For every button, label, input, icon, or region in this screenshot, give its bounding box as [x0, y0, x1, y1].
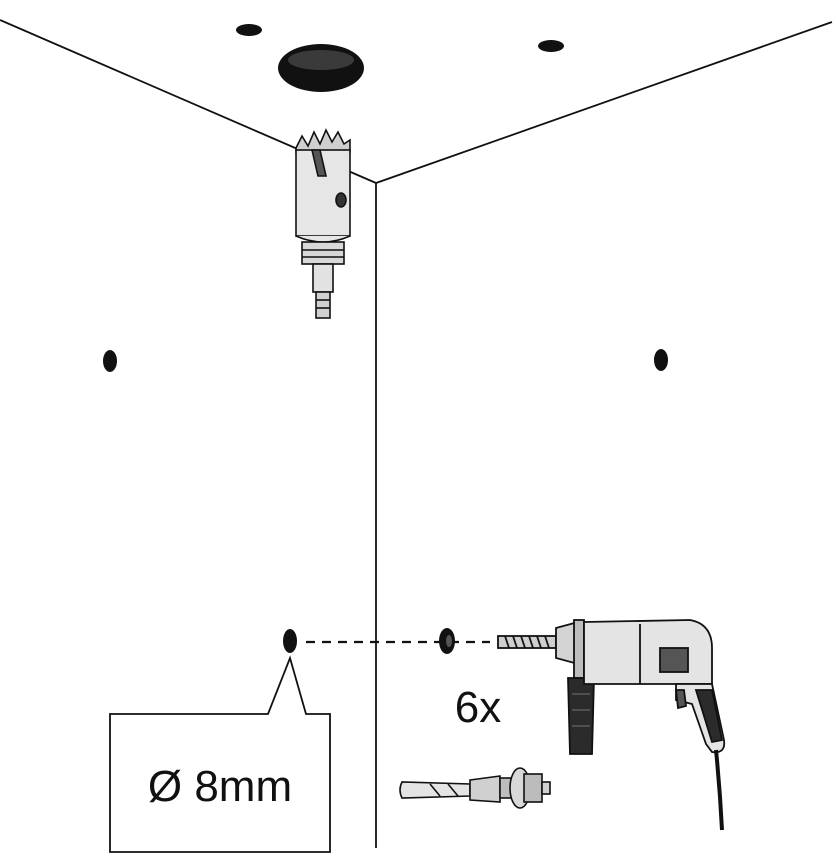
- wall-hole-right: [654, 349, 668, 371]
- quantity-label: 6x: [455, 683, 501, 732]
- ceiling-large-hole-rim: [288, 50, 354, 70]
- hammer-drill-icon: [497, 619, 726, 831]
- wall-hole-drilling: [283, 629, 297, 653]
- ceiling-right-edge: [375, 21, 833, 184]
- wall-holes: [103, 349, 668, 653]
- anchor-bolt-icon: [399, 767, 551, 809]
- callout-box: [109, 655, 331, 853]
- ceiling-small-hole-right: [538, 40, 564, 52]
- ceiling-small-hole-left: [236, 24, 262, 36]
- ceiling-holes: [236, 24, 564, 92]
- wall-hole-left: [103, 350, 117, 372]
- hole-diameter-label: Ø 8mm: [148, 762, 292, 811]
- diameter-callout: Ø 8mm: [109, 655, 331, 853]
- drill-bit: [497, 635, 557, 649]
- wall-plug-icon: [439, 628, 455, 654]
- hole-saw-icon: [295, 128, 351, 319]
